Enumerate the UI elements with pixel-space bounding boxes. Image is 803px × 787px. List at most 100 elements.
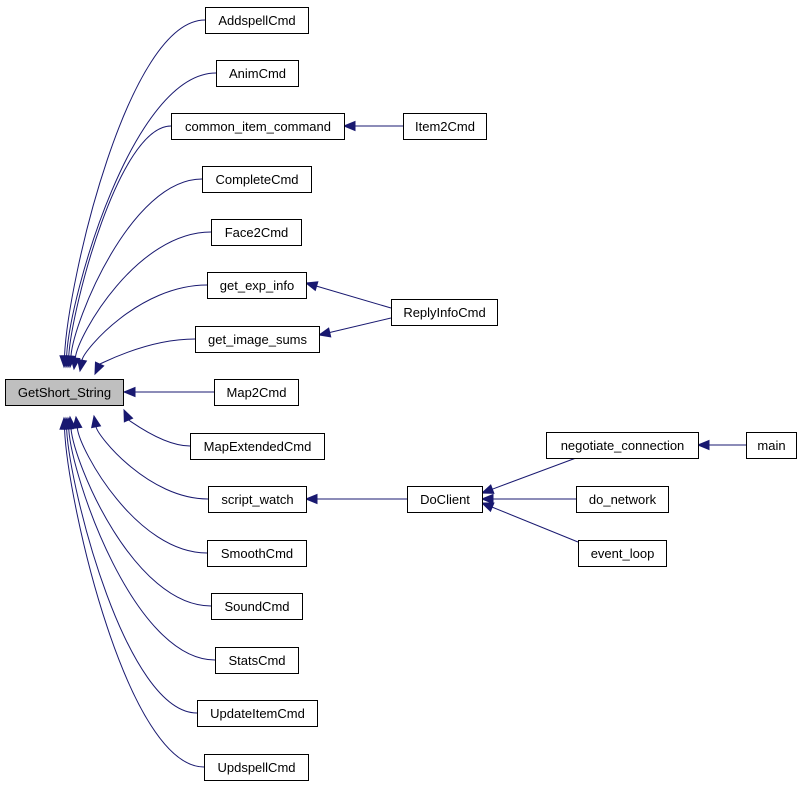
edge-get-exp-info-to-get-short-string xyxy=(76,284,208,373)
edge-line xyxy=(95,426,209,500)
node-item2-cmd[interactable]: Item2Cmd xyxy=(403,113,487,140)
node-box[interactable] xyxy=(197,700,318,727)
edge-line xyxy=(81,284,208,361)
edge-arrowhead xyxy=(304,493,318,505)
node-do-network[interactable]: do_network xyxy=(576,486,669,513)
edge-line xyxy=(68,428,216,661)
edge-get-image-sums-to-get-short-string xyxy=(94,338,196,376)
node-label: SmoothCmd xyxy=(221,546,293,561)
node-negotiate-connection[interactable]: negotiate_connection xyxy=(546,432,699,459)
edge-arrowhead xyxy=(696,439,710,451)
node-updspell-cmd[interactable]: UpdspellCmd xyxy=(204,754,309,781)
node-anim-cmd[interactable]: AnimCmd xyxy=(216,60,299,87)
node-map-extended-cmd[interactable]: MapExtendedCmd xyxy=(190,433,325,460)
node-label: script_watch xyxy=(221,492,293,507)
node-box[interactable] xyxy=(403,113,487,140)
edge-do-client-to-script-watch xyxy=(304,493,407,505)
edge-line xyxy=(74,231,212,359)
node-box[interactable] xyxy=(207,540,307,567)
node-complete-cmd[interactable]: CompleteCmd xyxy=(202,166,312,193)
node-label: AnimCmd xyxy=(229,66,286,81)
edge-arrowhead xyxy=(59,416,70,430)
node-label: AddspellCmd xyxy=(218,13,295,28)
node-label: ReplyInfoCmd xyxy=(403,305,485,320)
node-box[interactable] xyxy=(391,299,498,326)
edge-do-network-to-do-client xyxy=(480,493,576,505)
node-smooth-cmd[interactable]: SmoothCmd xyxy=(207,540,307,567)
node-box[interactable] xyxy=(208,486,307,513)
node-box[interactable] xyxy=(211,593,303,620)
edge-sound-cmd-to-get-short-string xyxy=(65,415,212,607)
edge-line xyxy=(316,285,392,309)
node-update-item-cmd[interactable]: UpdateItemCmd xyxy=(197,700,318,727)
node-box[interactable] xyxy=(546,432,699,459)
node-common-item-command[interactable]: common_item_command xyxy=(171,113,345,140)
node-reply-info-cmd[interactable]: ReplyInfoCmd xyxy=(391,299,498,326)
edge-smooth-cmd-to-get-short-string xyxy=(72,415,208,554)
node-box[interactable] xyxy=(746,432,797,459)
node-box[interactable] xyxy=(578,540,667,567)
edge-line xyxy=(66,72,217,357)
edge-line xyxy=(64,19,206,357)
node-box[interactable] xyxy=(214,379,299,406)
edge-arrowhead xyxy=(480,493,494,505)
node-box[interactable] xyxy=(202,166,312,193)
edge-line xyxy=(492,506,579,543)
node-box[interactable] xyxy=(5,379,124,406)
edge-line xyxy=(68,125,172,357)
node-sound-cmd[interactable]: SoundCmd xyxy=(211,593,303,620)
node-get-exp-info[interactable]: get_exp_info xyxy=(207,272,307,299)
node-label: SoundCmd xyxy=(224,599,289,614)
node-box[interactable] xyxy=(407,486,483,513)
edge-main-to-negotiate-connection xyxy=(696,439,746,451)
node-label: common_item_command xyxy=(185,119,331,134)
edge-line xyxy=(127,419,191,447)
edge-line xyxy=(329,317,392,333)
node-face2-cmd[interactable]: Face2Cmd xyxy=(211,219,302,246)
edge-line xyxy=(99,338,196,365)
edge-line xyxy=(70,427,212,607)
edge-arrowhead xyxy=(123,408,134,423)
node-map2-cmd[interactable]: Map2Cmd xyxy=(214,379,299,406)
edge-arrowhead xyxy=(76,358,88,373)
node-label: StatsCmd xyxy=(228,653,285,668)
node-box[interactable] xyxy=(195,326,320,353)
node-box[interactable] xyxy=(215,647,299,674)
edge-line xyxy=(76,427,208,554)
edge-complete-cmd-to-get-short-string xyxy=(65,178,203,369)
node-box[interactable] xyxy=(190,433,325,460)
edge-map2-cmd-to-get-short-string xyxy=(122,386,214,398)
node-get-image-sums[interactable]: get_image_sums xyxy=(195,326,320,353)
node-label: Map2Cmd xyxy=(227,385,287,400)
node-label: do_network xyxy=(589,492,657,507)
edge-line xyxy=(64,428,205,768)
node-box[interactable] xyxy=(211,219,302,246)
node-box[interactable] xyxy=(216,60,299,87)
node-label: event_loop xyxy=(591,546,655,561)
node-addspell-cmd[interactable]: AddspellCmd xyxy=(205,7,309,34)
node-get-short-string[interactable]: GetShort_String xyxy=(5,379,124,406)
edge-event-loop-to-do-client xyxy=(480,502,579,543)
edge-arrowhead xyxy=(91,414,102,429)
edge-arrowhead xyxy=(122,386,136,398)
node-box[interactable] xyxy=(576,486,669,513)
node-box[interactable] xyxy=(207,272,307,299)
node-main[interactable]: main xyxy=(746,432,797,459)
node-event-loop[interactable]: event_loop xyxy=(578,540,667,567)
node-label: CompleteCmd xyxy=(215,172,298,187)
node-label: Item2Cmd xyxy=(415,119,475,134)
node-box[interactable] xyxy=(171,113,345,140)
node-box[interactable] xyxy=(204,754,309,781)
node-do-client[interactable]: DoClient xyxy=(407,486,483,513)
node-label: Face2Cmd xyxy=(225,225,289,240)
node-stats-cmd[interactable]: StatsCmd xyxy=(215,647,299,674)
edge-line xyxy=(70,178,203,357)
node-label: get_image_sums xyxy=(208,332,307,347)
edge-arrowhead xyxy=(94,361,105,376)
node-script-watch[interactable]: script_watch xyxy=(208,486,307,513)
edge-update-item-cmd-to-get-short-string xyxy=(61,416,198,714)
edge-arrowhead xyxy=(304,281,319,292)
node-box[interactable] xyxy=(205,7,309,34)
edge-reply-info-cmd-to-get-exp-info xyxy=(304,281,392,309)
